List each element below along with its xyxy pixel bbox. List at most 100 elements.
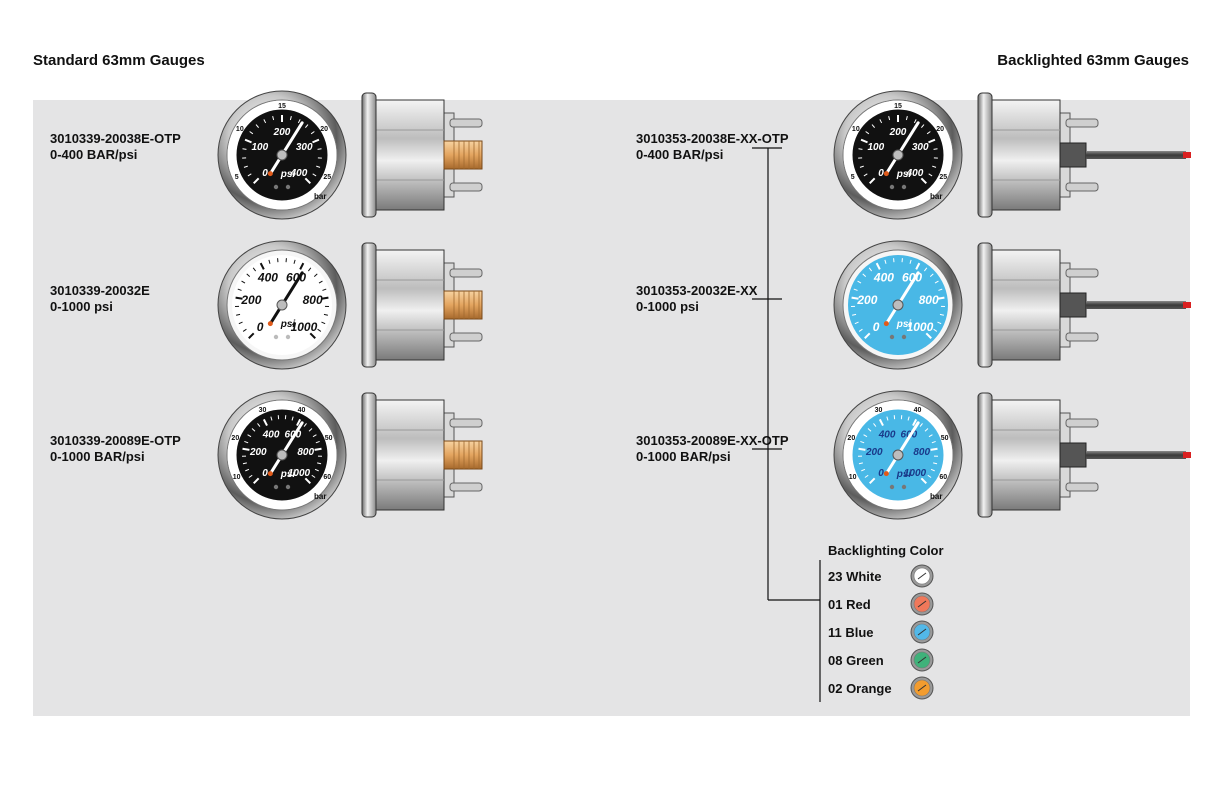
- gauge-tick: [314, 447, 322, 451]
- gauge-tick: [886, 416, 889, 421]
- part-number: 3010339-20032E: [50, 283, 150, 298]
- gauge-tick: [307, 267, 312, 272]
- gauge-scale-label: 400: [878, 430, 896, 441]
- gauge-tick: [869, 477, 876, 484]
- gauge-outer-label: 10: [233, 474, 241, 481]
- standard-gauges-heading: Standard 63mm Gauges: [33, 52, 205, 69]
- gauge-unit: psi: [896, 469, 912, 480]
- gauge-stud: [1065, 332, 1099, 342]
- gauge-tick: [248, 474, 253, 478]
- gauge-tick: [309, 332, 316, 339]
- gauge-stud: [449, 418, 483, 428]
- gauge-tick: [310, 131, 315, 135]
- gauge-scale-label: 200: [249, 447, 267, 458]
- gauge-tick: [932, 165, 937, 168]
- gauge-tick: [930, 447, 938, 451]
- gauge-scale-label: 1000: [904, 468, 927, 479]
- brass-fitting: [443, 290, 483, 320]
- gauge-tick: [247, 173, 252, 177]
- gauge-tick: [316, 165, 321, 168]
- gauge-tick: [314, 468, 319, 472]
- gauge-side-view: [361, 242, 483, 368]
- gauge-tick: [853, 288, 858, 291]
- gauge-outer-label: 5: [235, 174, 239, 181]
- gauge-tick: [241, 280, 246, 284]
- gauge-scale-label: 800: [297, 447, 314, 458]
- wire-tip: [1183, 152, 1191, 158]
- gauge-outer-label: 20: [847, 435, 855, 442]
- gauge-tick: [878, 418, 884, 427]
- gauge-scale-label: 400: [873, 270, 894, 284]
- gauge-tick: [270, 416, 273, 421]
- part-number: 3010353-20038E-XX-OTP: [636, 131, 789, 146]
- gauge-outer-unit: bar: [930, 492, 942, 501]
- gauge-tick: [919, 423, 923, 427]
- gauge-tick: [920, 477, 927, 484]
- wire-grommet: [1059, 442, 1087, 468]
- gauge-scale-label: 1000: [907, 320, 934, 334]
- gauge-screw: [901, 334, 907, 340]
- gauge-outer-label: 60: [323, 474, 331, 481]
- gauge-tick: [927, 474, 932, 478]
- wire-lead: [1086, 151, 1186, 159]
- gauge-tick: [923, 267, 928, 272]
- gauge-needle: [884, 271, 920, 326]
- gauge-scale-label: 100: [251, 142, 268, 153]
- gauge-stud: [449, 268, 483, 278]
- gauge-outer-label: 25: [323, 174, 331, 181]
- gauge-flange: [361, 242, 377, 368]
- gauge-tick: [248, 332, 255, 339]
- gauge-stud: [1065, 482, 1099, 492]
- gauge-stud: [449, 332, 483, 342]
- gauge-tick: [888, 115, 891, 121]
- gauge-side-view: [977, 92, 1191, 218]
- gauge-outer-label: 20: [231, 435, 239, 442]
- gauge-scale-label: 200: [240, 293, 261, 307]
- gauge-scale-label: 800: [913, 447, 930, 458]
- gauge-scale-label: 800: [919, 293, 939, 307]
- gauge-screw: [273, 334, 279, 340]
- gauge-stud: [1065, 118, 1099, 128]
- backlight-swatch: [910, 564, 934, 588]
- backlighted-gauges-heading: Backlighted 63mm Gauges: [997, 52, 1189, 69]
- gauge-stud: [1065, 268, 1099, 278]
- gauge-flange: [977, 242, 993, 368]
- gauge-scale-label: 0: [878, 168, 884, 179]
- gauge-stud: [1065, 182, 1099, 192]
- backlight-color-label: 11 Blue: [828, 625, 874, 640]
- gauge-tick: [859, 165, 864, 168]
- gauge-outer-label: 10: [852, 126, 860, 133]
- gauge-unit: psi: [280, 319, 296, 330]
- gauge-tick: [937, 296, 945, 300]
- gauge-tick: [873, 423, 877, 427]
- gauge-needle-tip: [267, 471, 273, 477]
- gauge-tick: [933, 462, 938, 465]
- gauge-scale-label: 200: [273, 127, 291, 138]
- gauge-flange: [361, 92, 377, 218]
- backlight-color-label: 23 White: [828, 569, 882, 584]
- gauge-needle: [268, 421, 304, 476]
- gauge-tick: [296, 418, 302, 427]
- gauge-outer-label: 30: [875, 407, 883, 414]
- gauge-tick: [255, 124, 260, 128]
- gauge-outer-label: 50: [941, 435, 949, 442]
- gauge-tick: [323, 313, 328, 316]
- gauge-tick: [262, 418, 268, 427]
- gauge-needle: [268, 121, 304, 176]
- gauge-unit: psi: [896, 169, 912, 180]
- gauge-side-view: [361, 392, 483, 518]
- gauge-needle-tip: [883, 471, 889, 477]
- gauge-scale-label: 300: [296, 142, 313, 153]
- gauge-tick: [304, 124, 309, 128]
- gauge-tick: [928, 173, 933, 177]
- gauge-tick: [297, 119, 301, 124]
- gauge-tick: [244, 138, 252, 144]
- gauge-screw: [889, 484, 895, 490]
- gauge-flange: [977, 92, 993, 218]
- gauge-tick: [299, 262, 305, 270]
- gauge-scale-label: 400: [906, 168, 924, 179]
- gauge-tick: [868, 267, 873, 272]
- standard-part-label: 3010339-20032E 0-1000 psi: [50, 283, 150, 315]
